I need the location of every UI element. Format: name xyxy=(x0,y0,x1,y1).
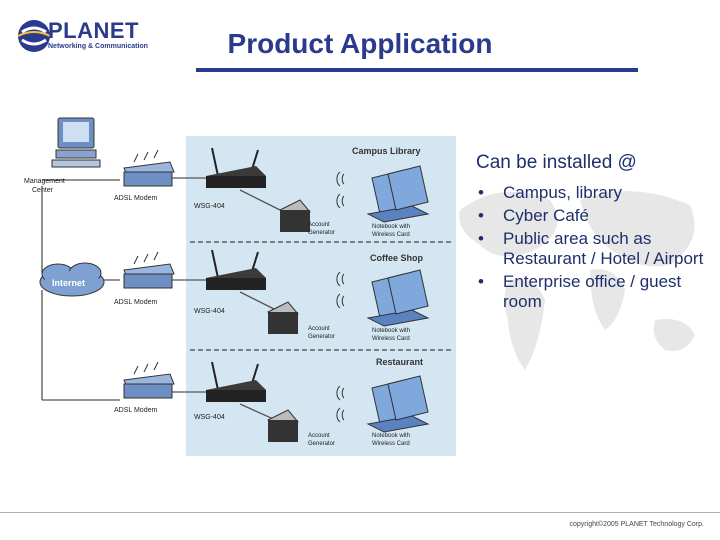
router-label: WSG-404 xyxy=(194,203,225,210)
wireless-router-icon xyxy=(206,147,266,188)
account-label: Account xyxy=(308,326,330,332)
footer-divider xyxy=(0,512,720,513)
use-case-item: • Cyber Café xyxy=(478,206,708,226)
notebook-label-2: Wireless Card xyxy=(372,336,410,342)
modem-label: ADSL Modem xyxy=(114,299,157,306)
side-heading: Can be installed @ xyxy=(476,152,637,173)
wireless-router-icon xyxy=(206,249,266,290)
internet-label: Internet xyxy=(52,278,85,288)
modem-label: ADSL Modem xyxy=(114,407,157,414)
notebook-label: Notebook with xyxy=(372,328,410,334)
adsl-modem-icon xyxy=(123,149,175,187)
adsl-modem-icon xyxy=(123,251,175,289)
notebook-icon xyxy=(366,165,430,223)
use-case-item: • Campus, library xyxy=(478,183,708,203)
management-label-2: Center xyxy=(32,187,54,194)
use-case-text: Campus, library xyxy=(503,183,623,202)
account-label-2: Generator xyxy=(308,334,335,340)
adsl-modem-icon xyxy=(123,361,175,399)
bullet-glyph: • xyxy=(478,272,484,291)
use-case-item: • Public area such as Restaurant / Hotel … xyxy=(478,229,708,269)
account-label: Account xyxy=(308,222,330,228)
notebook-label: Notebook with xyxy=(372,433,410,439)
world-map-background xyxy=(459,191,695,370)
wifi-signal-icon xyxy=(336,171,345,423)
account-generator-icon xyxy=(267,409,299,442)
use-case-item: • Enterprise office / guest room xyxy=(478,272,708,312)
use-case-text: Cyber Café xyxy=(503,206,589,225)
account-label-2: Generator xyxy=(308,230,335,236)
bullet-glyph: • xyxy=(478,229,484,248)
zone-name-coffee: Coffee Shop xyxy=(370,253,424,263)
planet-globe-icon xyxy=(17,20,51,52)
bullet-glyph: • xyxy=(478,206,484,225)
modem-label: ADSL Modem xyxy=(114,195,157,202)
page-title: Product Application xyxy=(227,28,493,59)
use-case-text: Public area such as Restaurant / Hotel /… xyxy=(503,229,704,268)
router-label: WSG-404 xyxy=(194,414,225,421)
wireless-router-icon xyxy=(206,361,266,402)
title-underline xyxy=(196,68,638,72)
logo-text: PLANET xyxy=(48,18,139,43)
notebook-label-2: Wireless Card xyxy=(372,441,410,447)
zone-name-campus: Campus Library xyxy=(352,146,421,156)
use-case-list: • Campus, library • Cyber Café • Public are… xyxy=(478,183,708,315)
router-label: WSG-404 xyxy=(194,308,225,315)
account-label: Account xyxy=(308,433,330,439)
notebook-icon xyxy=(366,269,430,327)
notebook-label: Notebook with xyxy=(372,224,410,230)
bullet-glyph: • xyxy=(478,183,484,202)
zone-name-restaurant: Restaurant xyxy=(376,357,423,367)
logo-subtitle: Networking & Communication xyxy=(48,43,148,50)
account-label-2: Generator xyxy=(308,441,335,447)
account-generator-icon xyxy=(279,199,311,232)
notebook-label-2: Wireless Card xyxy=(372,232,410,238)
planet-logo xyxy=(14,14,164,58)
notebook-icon xyxy=(366,375,430,433)
copyright-text: copyright©2005 PLANET Technology Corp. xyxy=(569,521,704,528)
use-case-text: Enterprise office / guest room xyxy=(503,272,682,311)
account-generator-icon xyxy=(267,301,299,334)
management-label: Management xyxy=(24,178,65,185)
internet-cloud-icon xyxy=(39,262,105,297)
management-computer-icon xyxy=(51,117,101,168)
